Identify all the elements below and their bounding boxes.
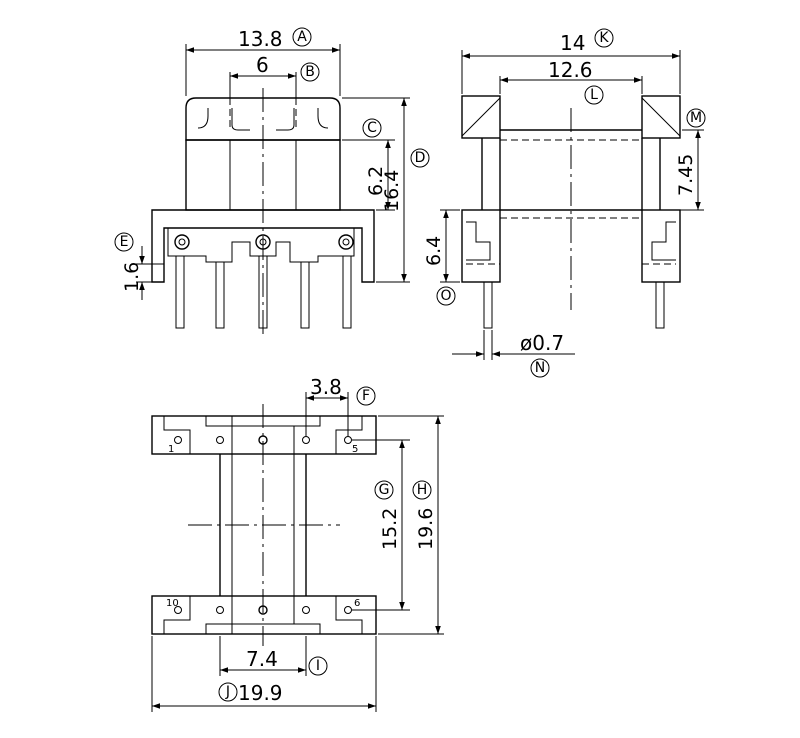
dim-1-6: 1.6	[121, 262, 143, 292]
dim-6-4: 6.4	[423, 236, 445, 266]
dim-6: 6	[256, 53, 269, 77]
marker-l: L	[590, 87, 598, 103]
pin-label-1: 1	[168, 444, 174, 455]
marker-a: A	[297, 29, 307, 45]
pin-label-10: 10	[166, 598, 179, 609]
dim-pin-diameter: ø0.7	[520, 331, 564, 355]
dim-14: 14	[560, 31, 585, 55]
marker-i: I	[316, 658, 320, 674]
side-right-base	[641, 209, 681, 283]
marker-m: M	[690, 110, 702, 126]
dim-12-6: 12.6	[548, 58, 593, 82]
marker-g: G	[379, 482, 390, 498]
side-left-base	[461, 209, 501, 283]
front-top-cap	[185, 97, 341, 141]
front-base	[151, 209, 375, 283]
dim-13-8: 13.8	[238, 27, 283, 51]
dim-19-6: 19.6	[415, 508, 437, 550]
side-view: 14 K 12.6 L M 7.45 6.4 O ø0.7 N	[423, 28, 706, 378]
dim-7-45: 7.45	[675, 154, 697, 196]
dim-15-2: 15.2	[379, 508, 401, 550]
dim-19-9: 19.9	[238, 681, 283, 705]
marker-e: E	[120, 234, 129, 250]
pin-label-6: 6	[354, 598, 360, 609]
marker-c: C	[367, 120, 377, 136]
marker-n: N	[535, 360, 545, 376]
marker-b: B	[305, 64, 315, 80]
bottom-lower-flange	[151, 595, 377, 635]
marker-f: F	[362, 388, 370, 404]
marker-d: D	[415, 150, 426, 166]
dim-6-2: 6.2	[365, 166, 387, 196]
dim-16-4: 16.4	[381, 170, 403, 212]
marker-o: O	[440, 288, 451, 304]
dim-3-8: 3.8	[310, 375, 342, 399]
bottom-top-flange	[151, 415, 377, 455]
dim-7-4: 7.4	[246, 647, 278, 671]
front-view: 13.8 A 6 B C 6.2 16.4 D 1.6 E	[114, 27, 430, 335]
marker-h: H	[417, 482, 428, 498]
pin-label-5: 5	[352, 444, 358, 455]
marker-k: K	[599, 30, 609, 46]
bottom-view: 1 5 10 6 3.8 F 15.2	[151, 375, 444, 712]
marker-j: J	[225, 684, 230, 700]
